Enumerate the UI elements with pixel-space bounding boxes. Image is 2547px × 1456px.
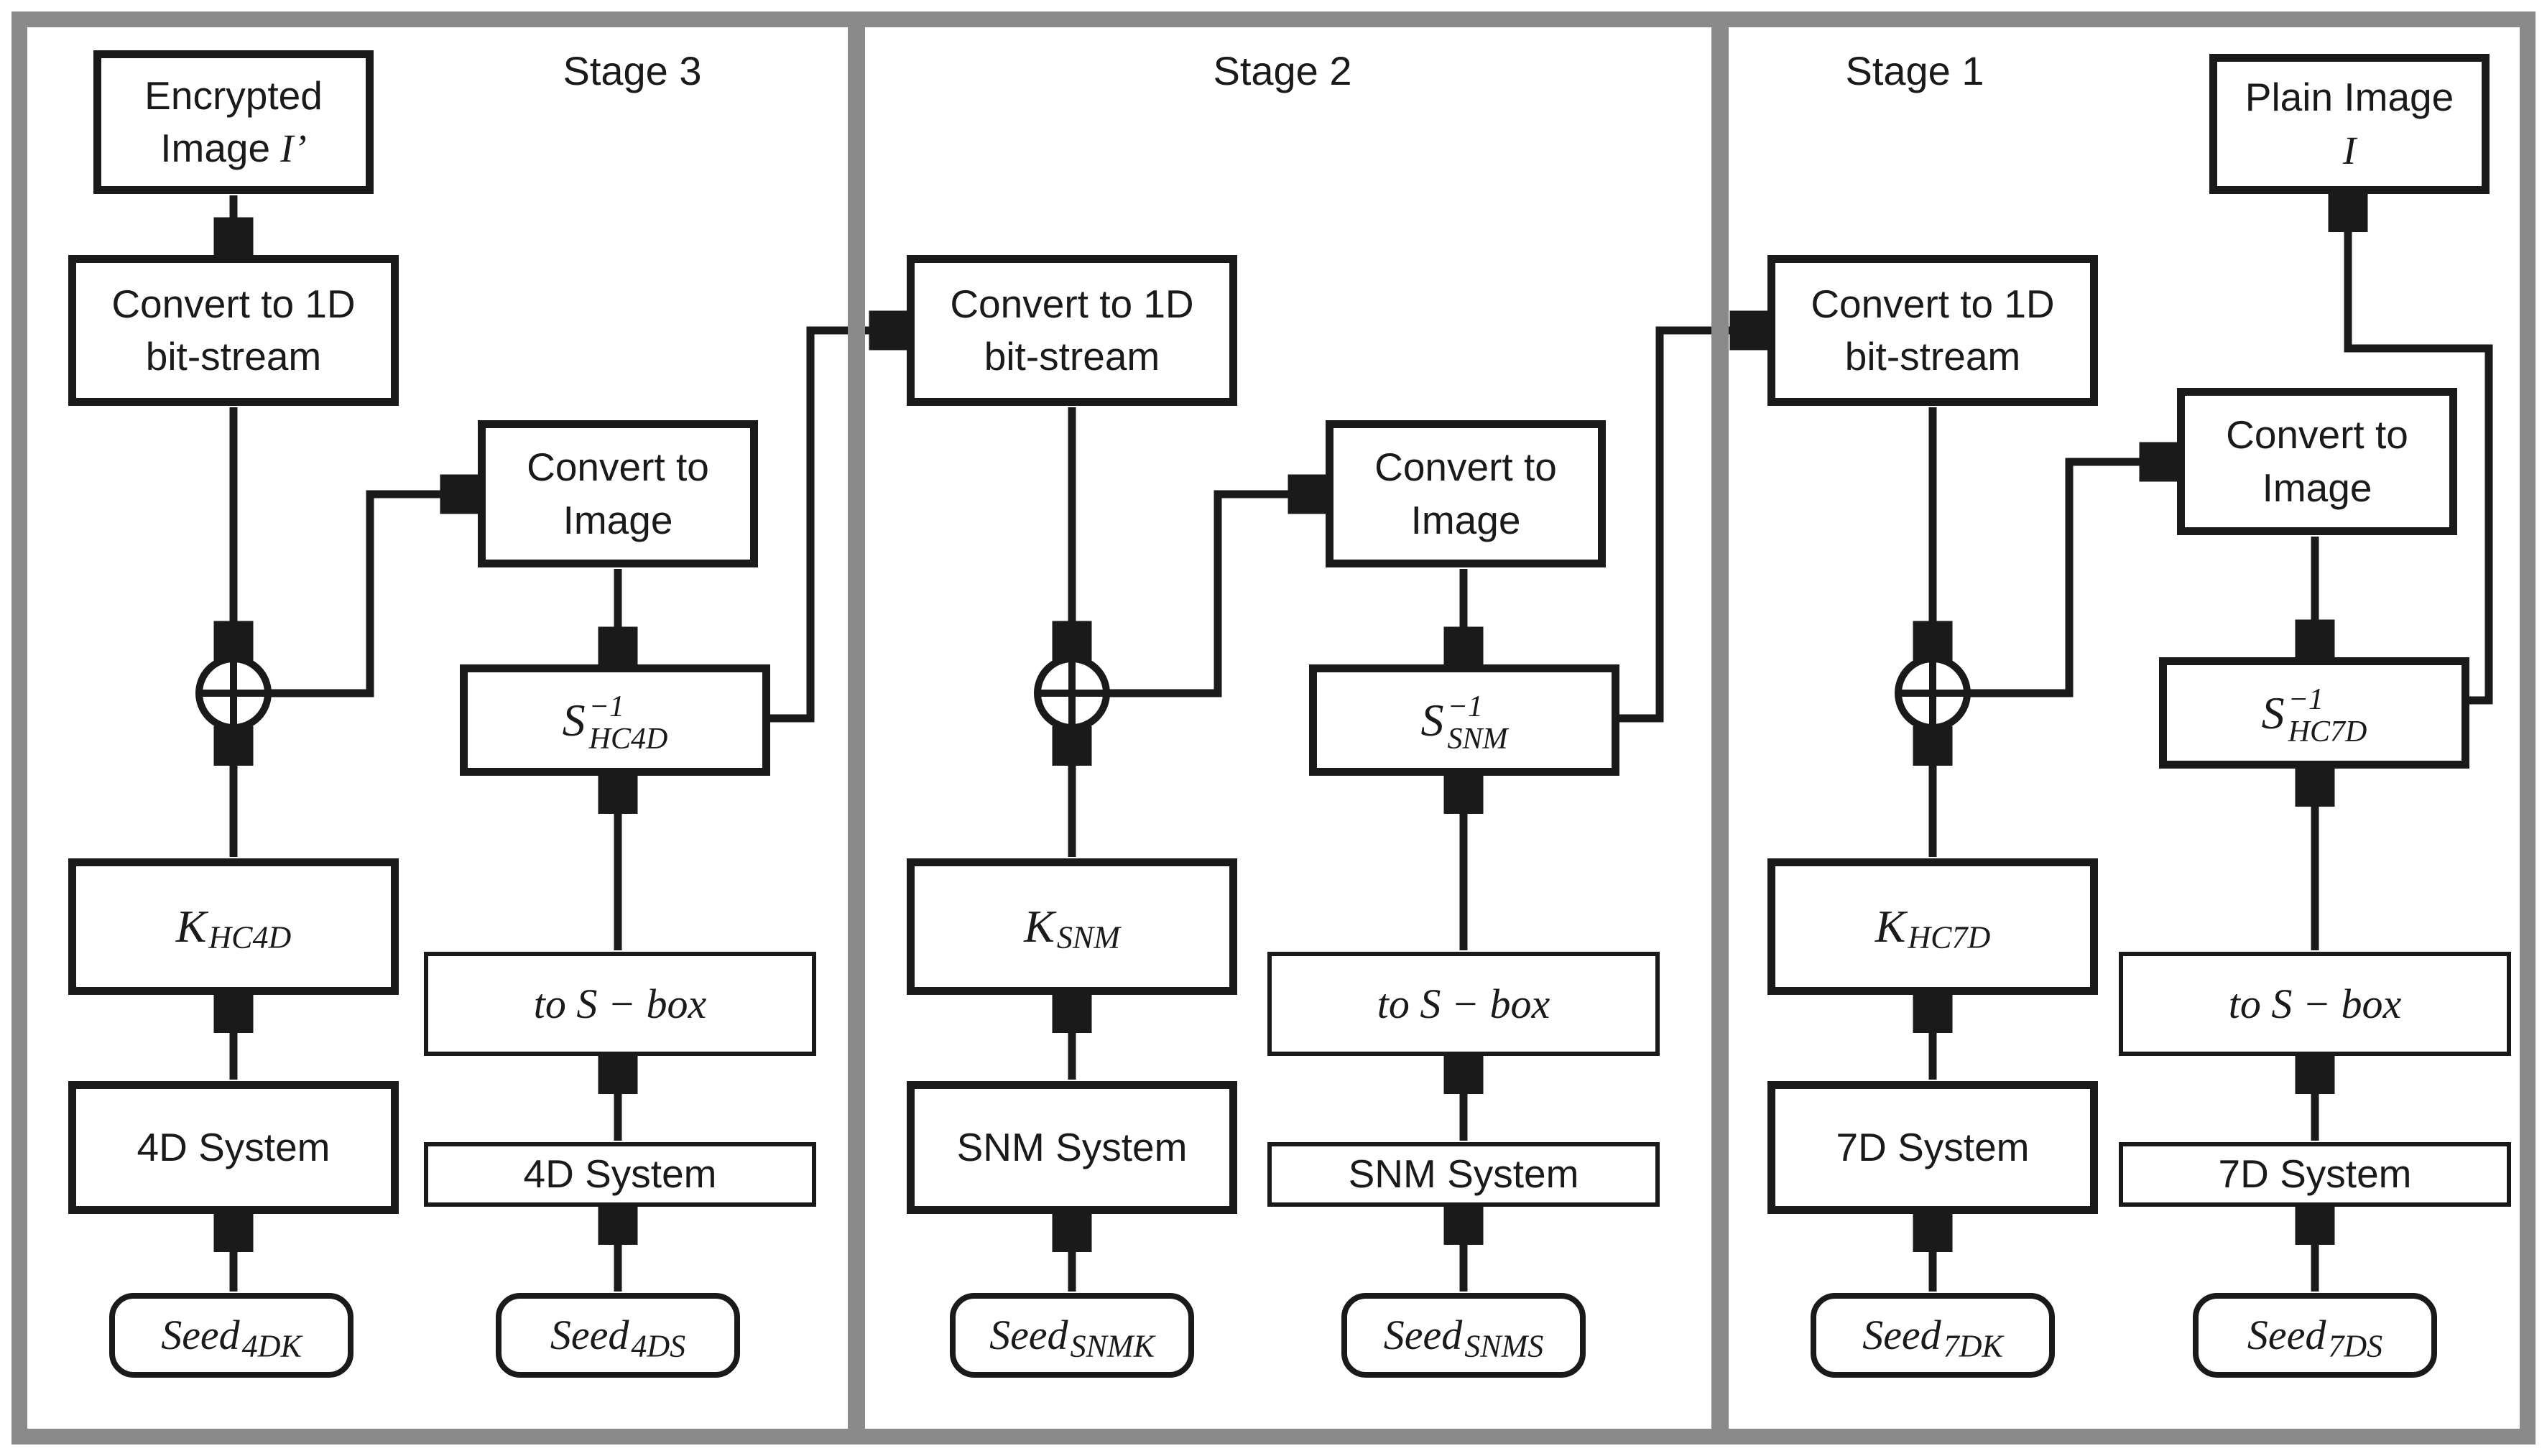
convert-to-image-box-stage1: Convert to Image	[2177, 388, 2457, 535]
stage1-connectors	[1933, 198, 2493, 1292]
key-system-box-stage1: 7D System	[1767, 1081, 2098, 1214]
plain-image-box: Plain Image I	[2209, 54, 2490, 194]
convert-to-1d-box-stage3: Convert to 1D bit-stream	[68, 255, 399, 406]
arrow-xor-to-convimg	[1106, 494, 1321, 697]
sbox-system-box-stage3: 4D System	[424, 1142, 816, 1207]
stage-divider-2	[1711, 11, 1729, 1445]
xor-node-stage3	[195, 655, 272, 731]
stage-divider-1	[848, 11, 865, 1445]
xor-node-stage1	[1895, 655, 1971, 731]
arrow-xor-to-convimg	[268, 494, 473, 697]
encrypted-image-line1: Encrypted	[144, 73, 323, 118]
stage1-label: Stage 1	[1845, 48, 1984, 93]
arrow-sboxinv-to-plain-image	[2348, 198, 2493, 705]
key-system-box-stage3: 4D System	[68, 1081, 399, 1214]
convert-to-image-box-stage3: Convert to Image	[478, 420, 758, 567]
stage2-label: Stage 2	[1213, 48, 1352, 93]
stage2-connectors	[1072, 330, 1763, 1292]
to-sbox-box-stage1: to S − box	[2119, 952, 2511, 1056]
key-system-box-stage2: SNM System	[907, 1081, 1237, 1214]
sbox-system-box-stage1: 7D System	[2119, 1142, 2511, 1207]
stage3-label: Stage 3	[563, 48, 702, 93]
outer-frame	[11, 11, 2536, 1445]
to-sbox-box-stage2: to S − box	[1267, 952, 1660, 1056]
convert-to-1d-box-stage1: Convert to 1D bit-stream	[1767, 255, 2098, 406]
convert-to-image-box-stage2: Convert to Image	[1326, 420, 1606, 567]
convert-to-1d-box-stage2: Convert to 1D bit-stream	[907, 255, 1237, 406]
arrow-xor-to-convimg	[1967, 462, 2173, 697]
to-sbox-box-stage3: to S − box	[424, 952, 816, 1056]
xor-node-stage2	[1034, 655, 1110, 731]
sbox-system-box-stage2: SNM System	[1267, 1142, 1660, 1207]
